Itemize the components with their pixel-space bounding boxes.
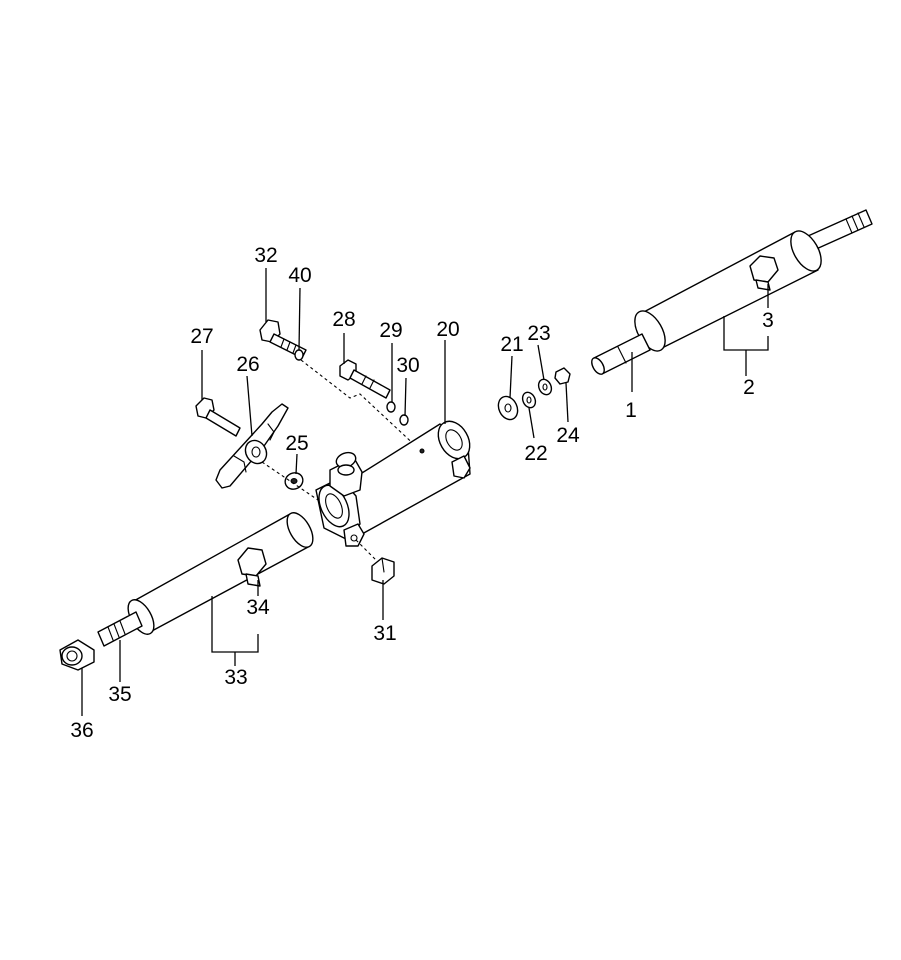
callout-31: 31 (373, 622, 396, 645)
callout-27: 27 (190, 325, 213, 348)
callout-23: 23 (527, 322, 550, 345)
callout-30: 30 (396, 354, 419, 377)
right-shaft-assembly (591, 209, 873, 375)
grease-nipple-34 (237, 547, 267, 577)
spline-shaft-35 (97, 611, 143, 647)
nut-alignment-line (355, 539, 379, 563)
callout-35: 35 (108, 683, 131, 706)
callout-3: 3 (762, 309, 774, 332)
callout-21: 21 (500, 333, 523, 356)
washer-40 (294, 349, 304, 361)
bolt-28 (339, 359, 391, 399)
left-tube-body (131, 513, 311, 633)
grease-nipple-3 (749, 255, 779, 283)
washer-23 (537, 378, 553, 396)
right-tube-body (639, 231, 819, 349)
leader-lines (81, 268, 769, 716)
washer-set-21-24 (497, 367, 571, 421)
callout-25: 25 (285, 432, 308, 455)
washer-22 (521, 391, 537, 409)
housing-20 (315, 420, 471, 547)
washer-29 (386, 401, 396, 413)
callout-28: 28 (332, 308, 355, 331)
nut-24 (554, 367, 571, 385)
bolt-32 (259, 319, 307, 359)
callout-40: 40 (288, 264, 311, 287)
callout-36: 36 (70, 719, 93, 742)
callout-2: 2 (743, 376, 755, 399)
callout-29: 29 (379, 319, 402, 342)
bolt-alignment-line (300, 359, 421, 451)
washer-30 (399, 414, 409, 426)
callout-24: 24 (556, 424, 580, 447)
callout-20: 20 (436, 318, 459, 341)
callouts: 1 2 3 20 21 22 23 24 25 26 27 28 29 30 3… (70, 244, 774, 742)
callout-26: 26 (236, 353, 259, 376)
callout-1: 1 (625, 399, 637, 422)
callout-22: 22 (524, 442, 547, 465)
lever-alignment-line (261, 461, 319, 501)
callout-34: 34 (246, 596, 270, 619)
cap-36 (59, 639, 95, 671)
callout-33: 33 (224, 666, 247, 689)
callout-32: 32 (254, 244, 277, 267)
bolt-27 (195, 397, 241, 437)
left-shaft-assembly (97, 512, 314, 647)
lever-26 (215, 403, 289, 489)
right-shaft-spline (807, 209, 873, 251)
washer-21 (497, 395, 519, 421)
